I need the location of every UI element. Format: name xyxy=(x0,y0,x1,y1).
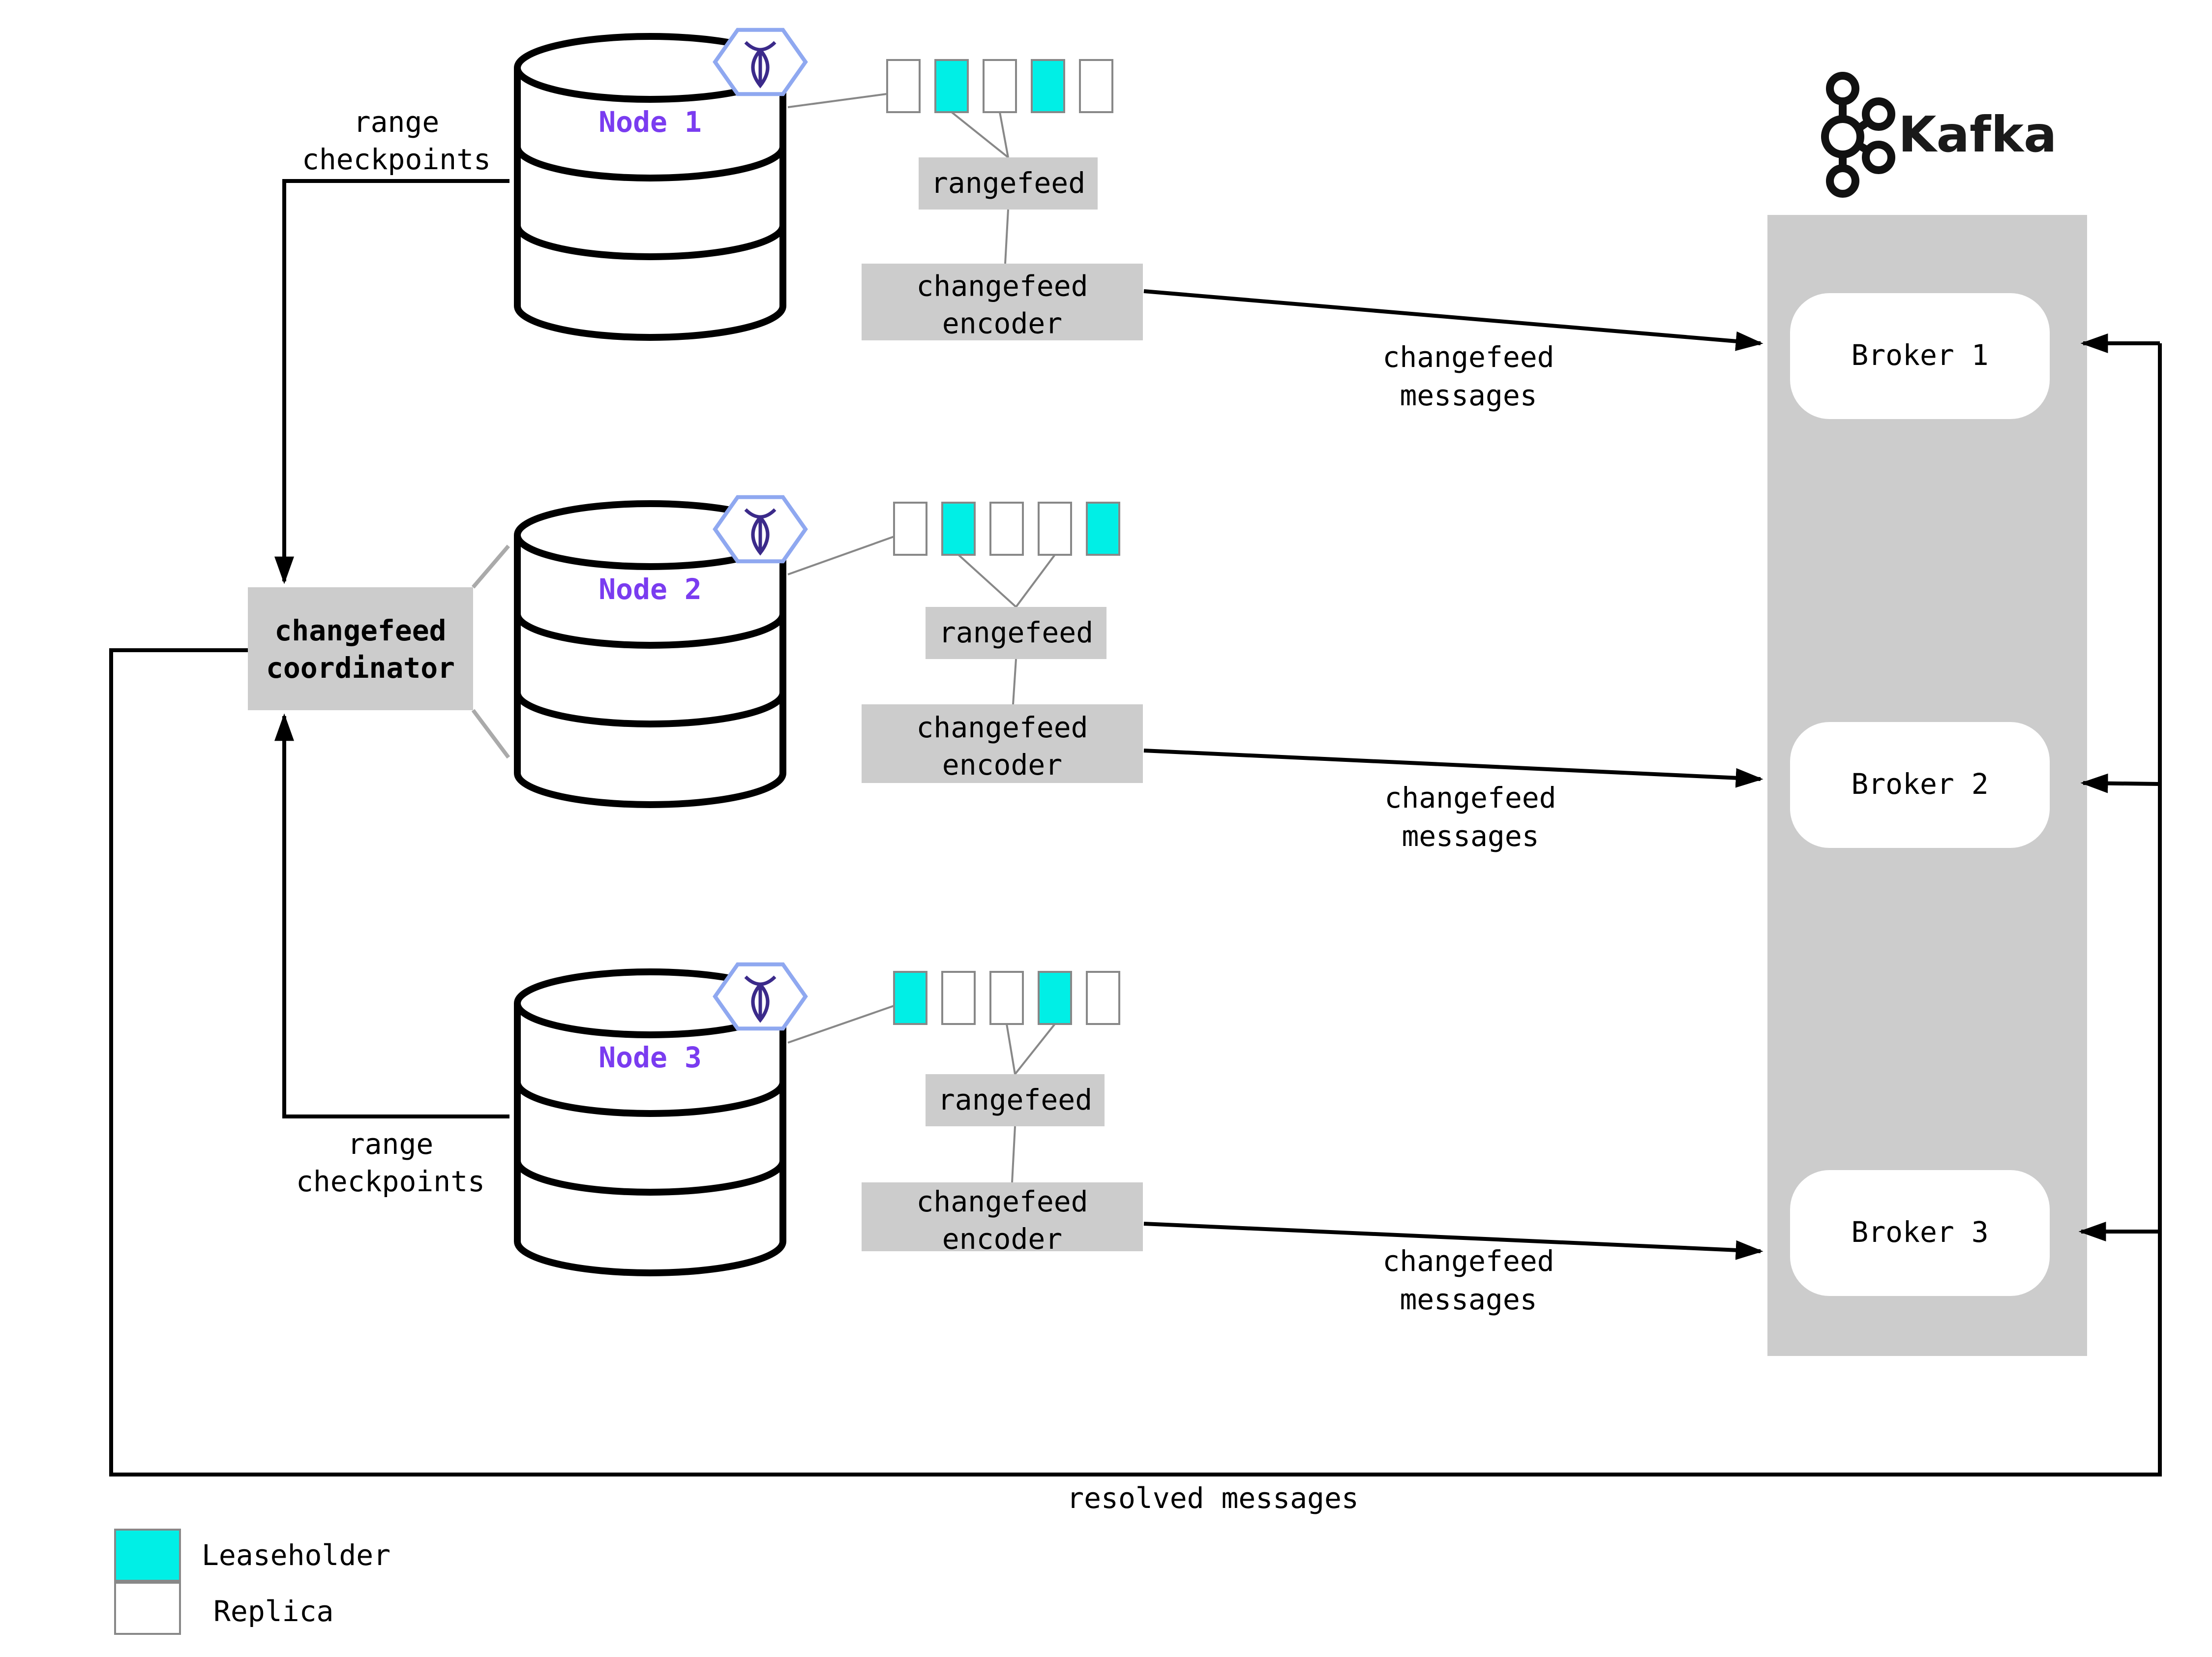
resolved-arrow-broker-2 xyxy=(2080,773,2160,793)
broker-label: Broker 3 xyxy=(1851,1215,1988,1249)
kafka-logo-icon xyxy=(1821,72,1895,198)
range-checkpoints-arrow-bottom xyxy=(274,713,509,1118)
rangefeed-encoder-link xyxy=(1004,209,1009,264)
range-leaseholder xyxy=(1086,502,1120,556)
node-2-group: Node 2 rangefeed changefeed encoder changefe… xyxy=(514,495,1764,853)
legend-replica-swatch xyxy=(114,1582,181,1635)
range-rangefeed-link xyxy=(951,111,1009,158)
rangefeed-box xyxy=(926,1074,1105,1126)
changefeed-messages-line2: messages xyxy=(1402,819,1539,853)
range-rangefeed-link xyxy=(1015,554,1056,608)
encoder-line1: changefeed xyxy=(916,270,1088,303)
coordinator-line1: changefeed xyxy=(274,614,446,647)
range-leaseholder xyxy=(1038,971,1072,1025)
node-label: Node 2 xyxy=(598,572,702,606)
changefeed-messages-line1: changefeed xyxy=(1384,781,1556,814)
range-leaseholder xyxy=(941,502,976,556)
broker-label: Broker 1 xyxy=(1851,338,1988,372)
range-replica xyxy=(989,502,1024,556)
node-range-link xyxy=(787,1005,895,1044)
broker-1: Broker 1 xyxy=(1790,293,2050,419)
range-rangefeed-link xyxy=(957,554,1017,608)
range-rangefeed-link xyxy=(1014,1023,1056,1075)
rangefeed-box xyxy=(919,157,1098,210)
rangefeed-box xyxy=(926,607,1106,659)
range-checkpoints-bottom-line2: checkpoints xyxy=(296,1165,485,1198)
range-replica xyxy=(1079,59,1113,113)
node-3-group: Node 3 rangefeed changefeed encoder changefe… xyxy=(514,962,1764,1316)
kafka-title: Kafka xyxy=(1898,106,2057,163)
rangefeed-label: rangefeed xyxy=(938,1083,1092,1116)
range-replica xyxy=(886,59,921,113)
changefeed-messages-arrow xyxy=(1143,289,1764,351)
encoder-line1: changefeed xyxy=(916,1185,1088,1218)
changefeed-messages-arrow xyxy=(1143,1222,1764,1260)
node-range-link xyxy=(787,92,888,108)
changefeed-messages-line1: changefeed xyxy=(1382,340,1554,374)
cockroachdb-logo-icon xyxy=(713,962,808,1031)
range-leaseholder xyxy=(1031,59,1065,113)
legend-leaseholder-label: Leaseholder xyxy=(202,1538,390,1572)
node-label: Node 1 xyxy=(598,105,702,139)
rangefeed-encoder-link xyxy=(1012,659,1017,705)
rangefeed-encoder-link xyxy=(1011,1126,1016,1183)
resolved-messages-line xyxy=(109,343,2162,1476)
changefeed-messages-line2: messages xyxy=(1400,379,1537,412)
coordinator-line2: coordinator xyxy=(266,651,455,685)
legend-leaseholder-swatch xyxy=(114,1529,181,1582)
changefeed-coordinator-box xyxy=(248,587,473,710)
range-leaseholder xyxy=(934,59,969,113)
cockroachdb-logo-icon xyxy=(713,28,808,96)
changefeed-messages-arrow xyxy=(1143,749,1764,788)
coordinator-node2-connector xyxy=(471,544,510,759)
database-cylinder-icon xyxy=(514,33,786,341)
range-replica xyxy=(989,971,1024,1025)
database-cylinder-icon xyxy=(514,968,786,1276)
cockroachdb-logo-icon xyxy=(713,495,808,564)
range-rangefeed-link xyxy=(999,112,1009,158)
range-replica xyxy=(983,59,1017,113)
range-checkpoints-bottom-line1: range xyxy=(348,1127,434,1161)
changefeed-messages-line1: changefeed xyxy=(1382,1244,1554,1278)
range-replica xyxy=(893,502,927,556)
broker-3: Broker 3 xyxy=(1790,1170,2050,1296)
broker-label: Broker 2 xyxy=(1851,767,1988,801)
node-label: Node 3 xyxy=(598,1041,702,1074)
range-checkpoints-top-line2: checkpoints xyxy=(302,143,491,176)
rangefeed-label: rangefeed xyxy=(939,616,1093,649)
encoder-line1: changefeed xyxy=(916,711,1088,744)
changefeed-messages-line2: messages xyxy=(1400,1283,1537,1316)
changefeed-encoder-box xyxy=(862,704,1143,783)
changefeed-encoder-box xyxy=(862,264,1143,340)
broker-2: Broker 2 xyxy=(1790,722,2050,848)
range-leaseholder xyxy=(893,971,927,1025)
resolved-messages-label: resolved messages xyxy=(1067,1481,1359,1515)
rangefeed-label: rangefeed xyxy=(931,166,1085,200)
range-replica xyxy=(941,971,976,1025)
range-replica xyxy=(1086,971,1120,1025)
encoder-line2: encoder xyxy=(942,307,1062,340)
encoder-line2: encoder xyxy=(942,748,1062,782)
range-rangefeed-link xyxy=(1006,1024,1016,1075)
changefeed-encoder-box xyxy=(862,1182,1143,1251)
encoder-line2: encoder xyxy=(942,1222,1062,1256)
range-replica xyxy=(1038,502,1072,556)
range-checkpoints-top-line1: range xyxy=(354,105,440,139)
database-cylinder-icon xyxy=(514,500,786,808)
node-1-group: Node 1 rangefeed changefeed encoder changefe… xyxy=(514,28,1764,412)
legend-replica-label: Replica xyxy=(213,1595,333,1628)
node-range-link xyxy=(787,536,895,575)
range-checkpoints-arrow-top xyxy=(274,179,509,584)
